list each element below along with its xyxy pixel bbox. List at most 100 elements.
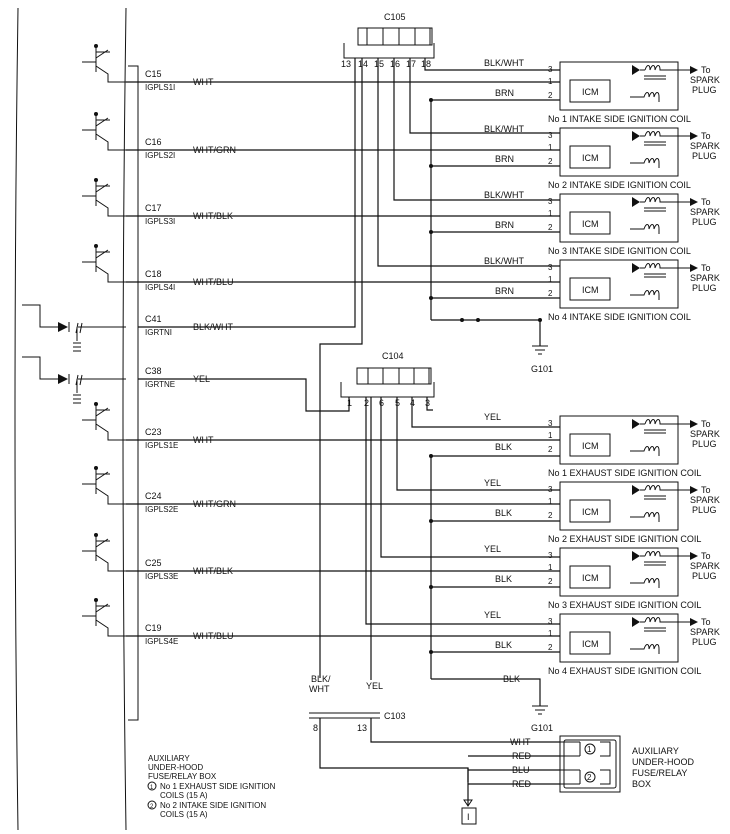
to-label: To bbox=[701, 419, 711, 429]
plug-label: PLUG bbox=[692, 571, 717, 581]
ecm-pin: C25 bbox=[145, 558, 162, 568]
coil-wire-2: BLK bbox=[495, 574, 512, 584]
ecm-outline bbox=[14, 7, 127, 831]
c105-pin-16: 16 bbox=[390, 59, 400, 69]
coil-pin-1: 1 bbox=[548, 629, 553, 638]
coil-winding-icon bbox=[640, 131, 690, 137]
ecm-bracket bbox=[128, 65, 139, 721]
coil-pin-2: 2 bbox=[548, 91, 553, 100]
ecm-signal: IGPLS1E bbox=[145, 441, 178, 450]
legend-item1-l1: No 1 EXHAUST SIDE IGNITION bbox=[160, 782, 276, 791]
coil-wire-3: YEL bbox=[484, 544, 501, 554]
to-label: To bbox=[701, 263, 711, 273]
legend-item2-l1: No 2 INTAKE SIDE IGNITION bbox=[160, 801, 266, 810]
spark-label: SPARK bbox=[690, 561, 720, 571]
coil-diode-icon bbox=[632, 485, 640, 495]
ecm-terminals: C15IGPLS1IWHTC16IGPLS2IWHT/GRNC17IGPLS3I… bbox=[22, 44, 560, 646]
ecm-signal: IGPLS4E bbox=[145, 637, 178, 646]
transistor-icon bbox=[82, 468, 126, 505]
c105-15-route bbox=[377, 58, 560, 267]
spark-arrow-icon bbox=[690, 198, 698, 206]
c105-16-route bbox=[393, 58, 560, 201]
transistor-node bbox=[94, 466, 98, 470]
icm-module bbox=[569, 211, 611, 235]
coil-name: No 1 INTAKE SIDE IGNITION COIL bbox=[548, 114, 691, 124]
c103-wire-left-l1: BLK/ bbox=[311, 674, 331, 684]
coil-pin-3: 3 bbox=[548, 485, 553, 494]
ecm-pin: C41 bbox=[145, 314, 162, 324]
c105-pin-15: 15 bbox=[374, 59, 384, 69]
to-label: To bbox=[701, 197, 711, 207]
coil-housing bbox=[559, 127, 679, 177]
spark-arrow-icon bbox=[690, 66, 698, 74]
coil-pin-3: 3 bbox=[548, 419, 553, 428]
coil-winding-icon bbox=[640, 617, 690, 623]
coil-winding2-icon bbox=[630, 290, 660, 300]
icm-module bbox=[569, 565, 611, 589]
coil-housing bbox=[559, 259, 679, 309]
ecm-signal: IGPLS3E bbox=[145, 572, 178, 581]
coil-pin-1: 1 bbox=[548, 77, 553, 86]
spark-label: SPARK bbox=[690, 75, 720, 85]
transistor-icon bbox=[82, 180, 126, 217]
c104-label: C104 bbox=[382, 351, 404, 361]
coil-winding2-icon bbox=[630, 224, 660, 234]
junction-dot bbox=[429, 98, 433, 102]
coil-name: No 2 INTAKE SIDE IGNITION COIL bbox=[548, 180, 691, 190]
coil-diode-icon bbox=[632, 551, 640, 561]
plug-label: PLUG bbox=[692, 151, 717, 161]
coil-pin-3: 3 bbox=[548, 617, 553, 626]
junction-dot bbox=[429, 650, 433, 654]
coil-pin-3: 3 bbox=[548, 551, 553, 560]
c105-pin-14: 14 bbox=[358, 59, 368, 69]
coil-winding2-icon bbox=[630, 158, 660, 168]
icm-label: ICM bbox=[582, 219, 599, 229]
coil-winding-icon bbox=[640, 485, 690, 491]
fuse-box-label-3: FUSE/RELAY bbox=[632, 768, 687, 778]
coil-housing bbox=[559, 193, 679, 243]
c105-label: C105 bbox=[384, 12, 406, 22]
coil-housing bbox=[559, 61, 679, 111]
ecm-signal: IGPLS1I bbox=[145, 83, 175, 92]
coil-wire-2: BLK bbox=[495, 640, 512, 650]
c105-connector: C105 bbox=[343, 12, 435, 59]
c103-label: C103 bbox=[384, 711, 406, 721]
icm-label: ICM bbox=[582, 87, 599, 97]
coil-core bbox=[644, 561, 666, 566]
icm-module bbox=[569, 79, 611, 103]
c105-pin-13: 13 bbox=[341, 59, 351, 69]
coil-pin-2: 2 bbox=[548, 223, 553, 232]
c41-wire bbox=[138, 58, 356, 328]
icm-module bbox=[569, 145, 611, 169]
transistor-icon bbox=[82, 246, 126, 283]
coil-housing bbox=[559, 613, 679, 663]
coil-pin-1: 1 bbox=[548, 563, 553, 572]
ecm-signal: IGPLS4I bbox=[145, 283, 175, 292]
legend-line-1: AUXILIARY bbox=[148, 754, 190, 763]
ecm-pin: C16 bbox=[145, 137, 162, 147]
coil-winding2-icon bbox=[630, 578, 660, 588]
coil-diode-icon bbox=[632, 263, 640, 273]
coil-wire-3: BLK/WHT bbox=[484, 190, 525, 200]
diode-line bbox=[22, 356, 126, 380]
spark-label: SPARK bbox=[690, 429, 720, 439]
c38-wire bbox=[138, 378, 350, 412]
c103-pin-8: 8 bbox=[313, 723, 318, 733]
transistor-icon bbox=[82, 535, 126, 572]
icm-label: ICM bbox=[582, 573, 599, 583]
coil-pin-2: 2 bbox=[548, 157, 553, 166]
ground-exhaust-label: G101 bbox=[531, 723, 553, 733]
coil-core bbox=[644, 495, 666, 500]
to-label: To bbox=[701, 617, 711, 627]
coil-wire-3: YEL bbox=[484, 412, 501, 422]
coil-wire-2: BRN bbox=[495, 286, 514, 296]
coil-winding-icon bbox=[640, 65, 690, 71]
legend-item2-num: 2 bbox=[150, 804, 154, 810]
coil-pin-1: 1 bbox=[548, 497, 553, 506]
coil-wire-3: BLK/WHT bbox=[484, 256, 525, 266]
coil-wire-3: YEL bbox=[484, 610, 501, 620]
